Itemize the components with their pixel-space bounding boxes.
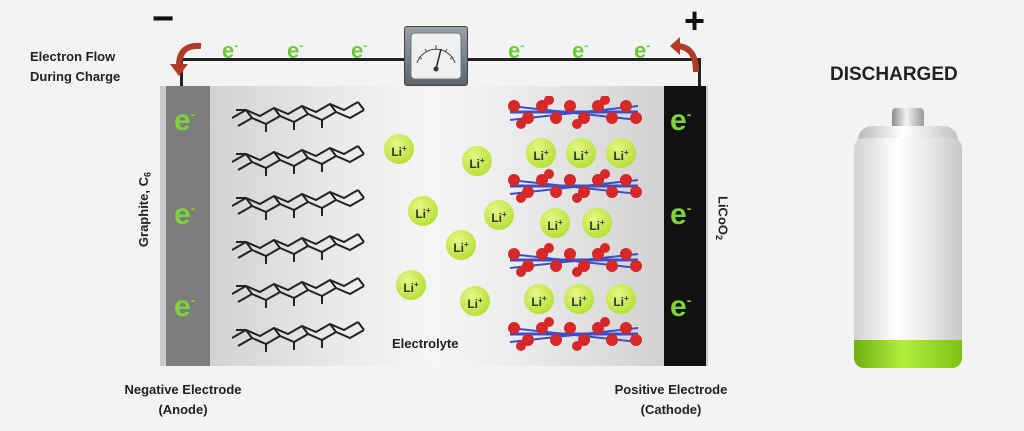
li-ion: Li+ <box>396 270 426 300</box>
battery-icon <box>850 108 966 370</box>
discharged-label: DISCHARGED <box>830 64 958 85</box>
li-ion: Li+ <box>460 286 490 316</box>
anode-electron: e- <box>174 290 196 323</box>
electron-flow-label: Electron Flow During Charge <box>30 49 121 84</box>
li-ion: Li+ <box>564 284 594 314</box>
left-flow-arrow <box>170 42 202 76</box>
wire-electron: e- <box>508 38 525 63</box>
cathode-electron: e- <box>670 290 692 323</box>
left-wire-drop <box>180 58 183 88</box>
li-ion: Li+ <box>606 284 636 314</box>
positive-electrode-label: Positive Electrode (Cathode) <box>614 382 728 417</box>
li-ion: Li+ <box>606 138 636 168</box>
negative-electrode-label: Negative Electrode (Anode) <box>124 382 242 417</box>
li-ion: Li+ <box>582 208 612 238</box>
battery-cap <box>892 108 924 128</box>
graphite-label: Graphite, C6 <box>136 172 153 248</box>
licoo2-layers <box>506 96 642 353</box>
anode-electron: e- <box>174 198 196 231</box>
li-ion: Li+ <box>566 138 596 168</box>
right-wire-drop <box>698 58 701 88</box>
li-ion: Li+ <box>408 196 438 226</box>
ammeter-icon <box>404 26 468 86</box>
li-ion: Li+ <box>484 200 514 230</box>
electrolyte-label: Electrolyte <box>392 336 459 351</box>
cathode-electron: e- <box>670 198 692 231</box>
wire-electron: e- <box>222 38 239 63</box>
wire-electron: e- <box>351 38 368 63</box>
cathode-electron: e- <box>670 104 692 137</box>
anode-electron: e- <box>174 104 196 137</box>
battery-charge-fill <box>854 340 962 368</box>
wire-electron: e- <box>287 38 304 63</box>
li-ion: Li+ <box>446 230 476 260</box>
li-ion: Li+ <box>540 208 570 238</box>
electrolyte-cell <box>160 86 708 366</box>
licoo2-label: LiCoO2 <box>714 196 731 241</box>
li-ion: Li+ <box>524 284 554 314</box>
plus-sign: + <box>684 0 706 41</box>
battery-body <box>854 138 962 368</box>
li-ion: Li+ <box>462 146 492 176</box>
graphite-layers <box>232 101 365 353</box>
li-ion: Li+ <box>526 138 556 168</box>
wire-electron: e- <box>634 38 651 63</box>
anode-plate <box>166 86 210 366</box>
minus-sign: − <box>152 0 175 40</box>
right-flow-arrow <box>670 37 699 73</box>
cathode-plate <box>664 86 706 366</box>
li-ion: Li+ <box>384 134 414 164</box>
wire-electron: e- <box>572 38 589 63</box>
